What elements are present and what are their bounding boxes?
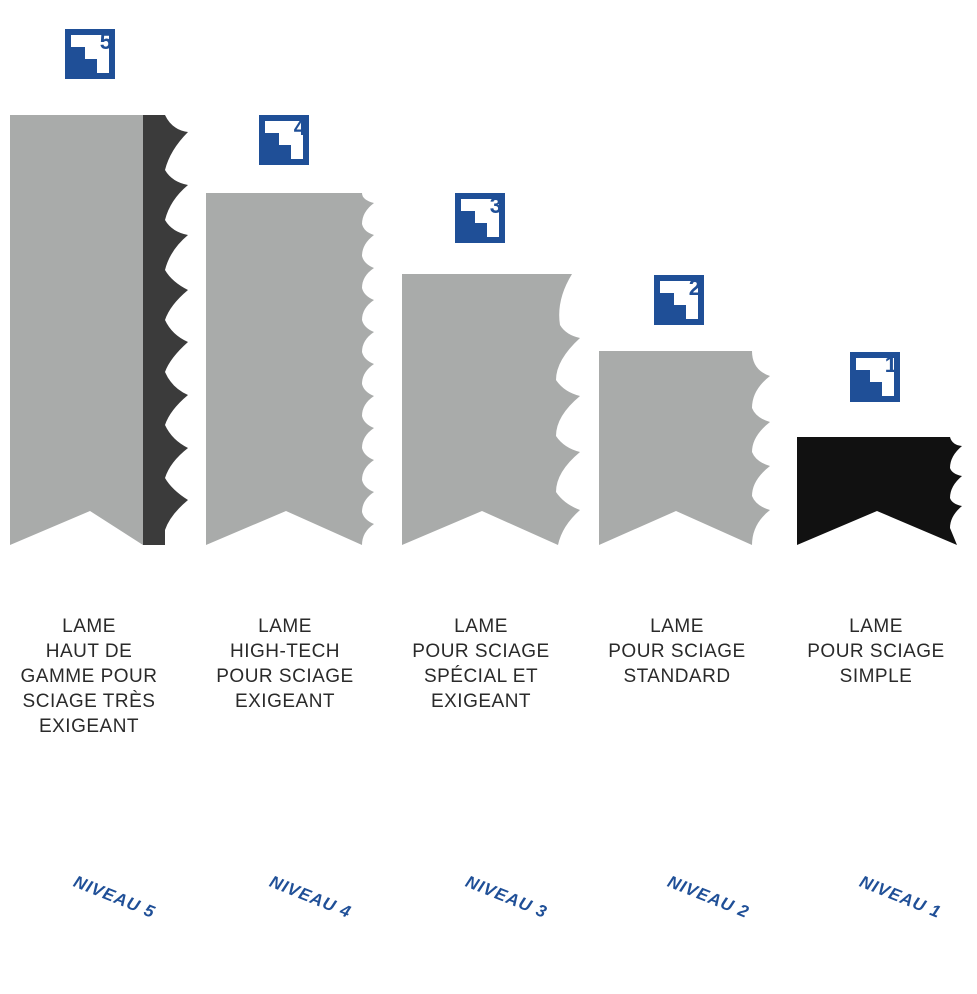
description-line: POUR SCIAGE [412,641,550,662]
description-line: SCIAGE TRÈS [22,691,156,712]
level-1-label: NIVEAU 1 [856,872,945,922]
staircase-icon [660,281,698,319]
description-line: HAUT DE [45,641,133,662]
level-2-label: NIVEAU 2 [664,872,753,922]
staircase-icon [265,121,303,159]
level-5-label: NIVEAU 5 [70,872,159,922]
level-3-badge-number: 3 [489,193,502,218]
staircase-icon [856,358,894,396]
level-1-description: LAME POUR SCIAGE SIMPLE [791,614,961,689]
description-line: EXIGEANT [38,716,140,737]
staircase-icon [461,199,499,237]
level-1-badge-number: 1 [884,352,897,377]
level-2-description: LAME POUR SCIAGE STANDARD [592,614,762,689]
level-3-description: LAME POUR SCIAGE SPÉCIAL ET EXIGEANT [396,614,566,714]
level-3-label: NIVEAU 3 [462,872,551,922]
level-4-label: NIVEAU 4 [266,872,355,922]
saw-blade-level-5 [10,115,188,545]
saw-blade-level-2 [599,351,770,545]
description-line: LAME [62,616,116,637]
saw-blades-illustration [10,115,962,545]
description-line: LAME [258,616,312,637]
description-line: HIGH-TECH [229,641,341,662]
description-line: LAME [454,616,508,637]
level-5-description: LAME HAUT DE GAMME POUR SCIAGE TRÈS EXIG… [4,614,174,739]
level-5-badge: 5 [65,29,115,79]
description-line: EXIGEANT [430,691,532,712]
level-4-badge-number: 4 [293,115,306,140]
level-1-badge: 1 [850,352,900,402]
description-line: LAME [650,616,704,637]
description-line: SIMPLE [839,666,913,687]
level-3-badge: 3 [455,193,505,243]
level-4-description: LAME HIGH-TECH POUR SCIAGE EXIGEANT [200,614,370,714]
description-line: POUR SCIAGE [807,641,945,662]
saw-blade-level-3 [402,274,580,545]
saw-blade-level-1 [797,437,962,545]
level-2-badge: 2 [654,275,704,325]
level-4-badge: 4 [259,115,309,165]
level-2-badge-number: 2 [688,275,701,300]
description-line: LAME [849,616,903,637]
description-line: GAMME POUR [20,666,158,687]
description-line: SPÉCIAL ET [423,666,539,687]
level-5-badge-number: 5 [99,29,112,54]
saw-blade-level-4 [206,193,374,545]
staircase-icon [71,35,109,73]
description-line: POUR SCIAGE [216,666,354,687]
description-line: POUR SCIAGE [608,641,746,662]
description-line: STANDARD [623,666,731,687]
description-line: EXIGEANT [234,691,336,712]
